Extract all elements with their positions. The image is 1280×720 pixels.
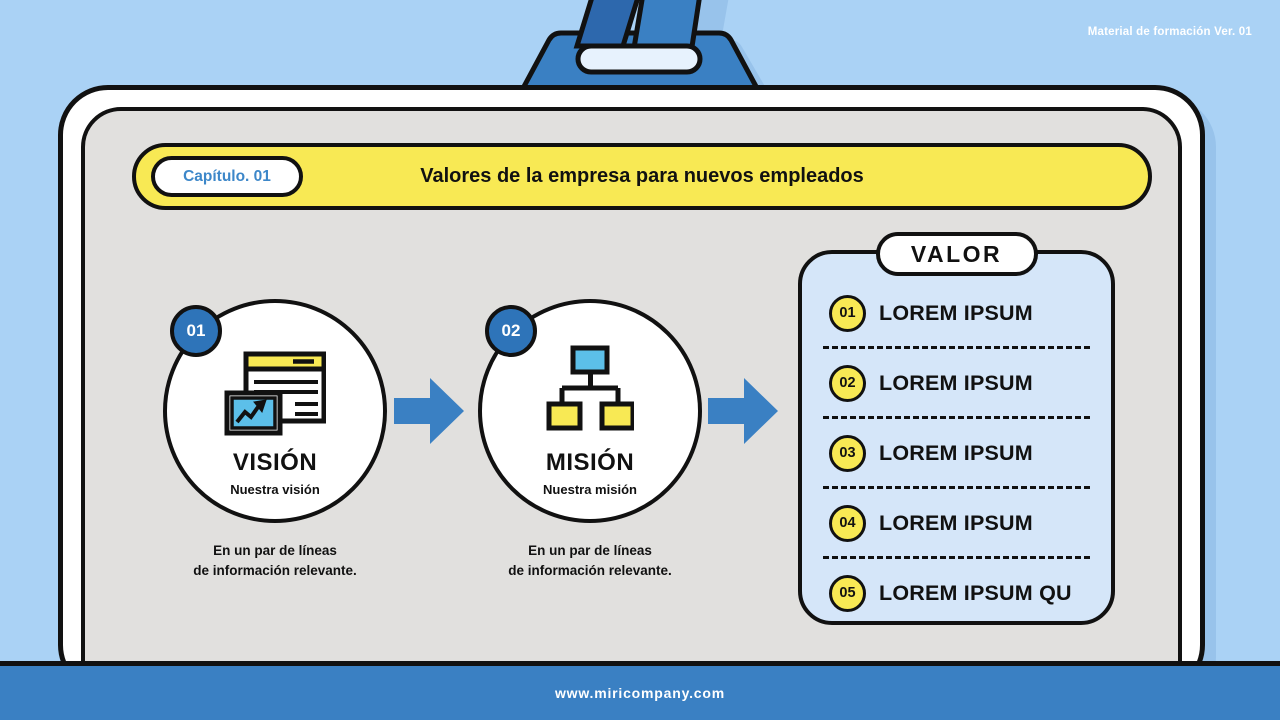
clip-slot — [575, 43, 703, 75]
item-label: LOREM IPSUM — [879, 440, 1033, 465]
valor-item: 04 LOREM IPSUM — [802, 488, 1111, 559]
org-chart-icon — [546, 345, 634, 431]
version-label: Material de formación Ver. 01 — [1087, 26, 1252, 38]
page-title: Valores de la empresa para nuevos emplea… — [420, 165, 864, 187]
valor-title-pill: VALOR — [875, 232, 1038, 276]
step-subtitle: Nuestra misión — [543, 482, 637, 497]
item-label: LOREM IPSUM — [879, 370, 1033, 395]
lanyard-clip — [516, 0, 770, 95]
valor-item: 01 LOREM IPSUM — [802, 278, 1111, 349]
arrow-right-icon — [708, 378, 778, 444]
item-number-badge: 01 — [829, 294, 866, 332]
step-title: MISIÓN — [545, 449, 635, 476]
website-url: www.miricompany.com — [554, 685, 725, 701]
step-number-badge: 02 — [485, 305, 537, 357]
step-vision-circle: 01 VISIÓN Nuestra visión — [163, 299, 387, 523]
step-title: VISIÓN — [232, 449, 318, 476]
valor-panel: VALOR 01 LOREM IPSUM 02 LOREM IPSUM 03 L… — [798, 232, 1115, 628]
item-number-badge: 03 — [829, 434, 866, 472]
step-number-badge: 01 — [170, 305, 222, 357]
item-label: LOREM IPSUM QU — [879, 580, 1072, 605]
valor-item: 02 LOREM IPSUM — [802, 348, 1111, 419]
chapter-label: Capítulo. 01 — [183, 167, 271, 185]
item-number-badge: 05 — [829, 574, 866, 612]
step-description: En un par de líneas de información relev… — [508, 543, 672, 578]
step-description: En un par de líneas de información relev… — [193, 543, 357, 578]
item-label: LOREM IPSUM — [879, 510, 1033, 535]
step-subtitle: Nuestra visión — [230, 482, 320, 497]
item-label: LOREM IPSUM — [879, 300, 1033, 325]
item-number-badge: 02 — [829, 364, 866, 402]
valor-list: 01 LOREM IPSUM 02 LOREM IPSUM 03 LOREM I… — [802, 278, 1111, 628]
chapter-pill: Capítulo. 01 — [151, 156, 303, 197]
item-number-badge: 04 — [829, 504, 866, 542]
arrow-right-icon — [394, 378, 464, 444]
step-mision-circle: 02 MISIÓN Nuestra misión — [478, 299, 702, 523]
footer-bar: www.miricompany.com — [0, 661, 1280, 720]
browser-chart-icon — [224, 351, 326, 436]
header-banner: Capítulo. 01 Valores de la empresa para … — [132, 143, 1152, 210]
valor-item: 03 LOREM IPSUM — [802, 418, 1111, 489]
valor-item: 05 LOREM IPSUM QU — [802, 558, 1111, 628]
